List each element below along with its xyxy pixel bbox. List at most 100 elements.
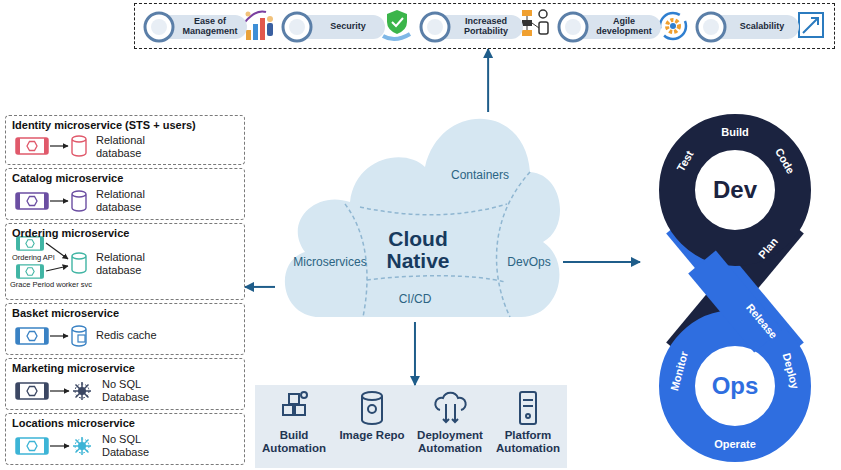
benefit-pill-outline	[421, 13, 449, 41]
benefit-pill: Scalability	[695, 10, 829, 44]
benefit-icon	[803, 18, 818, 33]
db-label: No SQL Database	[102, 433, 162, 459]
benefit-icon	[267, 23, 273, 36]
service-arrow	[50, 335, 68, 336]
tool-icon	[289, 394, 299, 404]
benefit-icon	[522, 10, 532, 16]
benefit-pill-outline	[427, 19, 443, 35]
tool-icon	[443, 404, 458, 422]
tool-icon	[362, 392, 382, 424]
tool-icon	[283, 392, 536, 424]
tool-icon	[523, 399, 533, 401]
benefit-pill-outline	[151, 19, 167, 35]
microservice-box: Identity microservice (STS + users) Relat…	[5, 115, 245, 165]
service-icon	[72, 136, 86, 156]
cloud-shape-outline	[285, 119, 560, 317]
benefit-icon	[260, 18, 265, 40]
cn-label: Cloud Native	[372, 228, 464, 272]
benefit-icon	[246, 12, 251, 17]
pill-label: Security	[313, 10, 383, 44]
benefit-pill-outline	[283, 13, 311, 41]
db-label: No SQL Database	[102, 378, 162, 404]
connector-arrow	[487, 49, 489, 112]
cloud-shape-outline	[345, 172, 530, 317]
db-label: Relational database	[96, 134, 158, 160]
benefit-icon	[532, 23, 539, 28]
microservice-box: Basket microserviceRedis cache	[5, 303, 245, 355]
service-arrow	[50, 390, 69, 391]
title-label: Marketing microservice	[12, 362, 135, 375]
bot-label: Build Automation	[255, 429, 333, 455]
benefit-icon	[670, 23, 676, 29]
tool-icon	[435, 393, 465, 410]
tool-icon	[523, 405, 533, 407]
title-label: Identity microservice (STS + users)	[12, 119, 196, 132]
benefit-pill-outline	[697, 13, 725, 41]
db-label: Redis cache	[96, 329, 171, 342]
pill-label: Ease of Management	[175, 10, 245, 44]
title-label: Basket microservice	[12, 307, 119, 320]
service-icon	[16, 138, 48, 154]
connector-arrow	[245, 286, 275, 288]
service-icon	[73, 437, 91, 455]
service-icon	[16, 383, 48, 399]
service-icon	[72, 191, 86, 211]
service-icon	[17, 265, 44, 278]
tool-icon	[301, 392, 307, 398]
benefit-icon	[245, 11, 266, 22]
benefit-pill-outline	[289, 19, 305, 35]
benefit-pill-outline	[145, 13, 173, 41]
connectors	[245, 49, 640, 385]
title-label: Catalog microservice	[12, 172, 123, 185]
small-label: Grace Period worker svc	[10, 280, 92, 289]
cloud-shape-outline	[367, 276, 505, 282]
service-icon	[16, 328, 48, 344]
title-label: Locations microservice	[12, 417, 135, 430]
cloud-label: Containers	[451, 168, 509, 182]
connector-arrow	[563, 261, 640, 263]
devops-loop-outline	[677, 328, 793, 444]
tool-icon	[283, 405, 293, 415]
benefit-icon	[527, 16, 528, 30]
cloud-shape-outline	[275, 112, 563, 322]
cloud-shape-outline	[497, 172, 530, 317]
service-arrow	[46, 146, 69, 446]
tool-icon	[368, 405, 376, 413]
tool-icon	[520, 392, 536, 424]
benefit-icon	[246, 30, 251, 40]
service-icon	[16, 438, 48, 454]
benefit-icon	[267, 16, 273, 22]
benefit-pill-outline	[565, 19, 581, 35]
dev-label: Dev	[713, 176, 757, 204]
cloud-label: CI/CD	[399, 292, 432, 306]
microservice-box: Ordering microserviceOrdering APIRelatio…	[5, 223, 245, 300]
service-arrow	[50, 445, 69, 446]
cloud-shape: ContainersMicroservices Cloud NativeDevOp…	[275, 112, 563, 322]
benefit-pill: Ease of Management	[143, 10, 277, 44]
devops-loop: BuildTestDevCodePlanReleaseOpsMonitorDep…	[640, 112, 835, 467]
benefit-pill-outline	[559, 13, 587, 41]
tool-panel: Build AutomationImage RepoDeployment Aut…	[255, 385, 567, 468]
microservice-box: Marketing microservice No SQL Database	[5, 358, 245, 410]
pill-label: Scalability	[727, 10, 797, 44]
benefit-icon	[387, 10, 407, 34]
benefit-icon	[539, 22, 548, 34]
cloud-label: DevOps	[507, 255, 550, 269]
bot-label: Platform Automation	[489, 429, 567, 455]
benefit-pill: Increased Portability	[419, 10, 553, 44]
connector-arrow	[414, 322, 416, 385]
devops-loop-outline	[640, 112, 835, 467]
benefit-icon	[392, 18, 403, 26]
tool-icon	[526, 414, 530, 418]
benefit-pill: Agile development	[557, 10, 691, 44]
cloud-label: Microservices	[293, 255, 366, 269]
service-icon	[72, 253, 86, 273]
bot-label: Deployment Automation	[411, 429, 489, 455]
benefit-icon	[667, 20, 679, 32]
service-arrow	[50, 145, 68, 146]
small-label: Ordering API	[12, 253, 55, 262]
devops-loop-outline	[702, 262, 768, 341]
microservice-box: Locations microservice No SQL Database	[5, 413, 245, 465]
ring-label: Build	[721, 126, 749, 138]
service-icon	[73, 382, 91, 400]
